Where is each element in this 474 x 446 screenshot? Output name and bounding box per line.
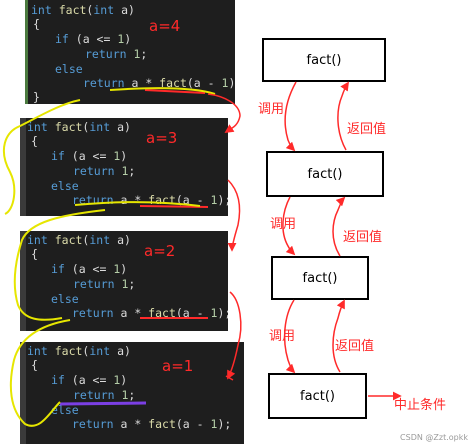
else-line: else bbox=[51, 179, 79, 193]
if-line: if (a <= 1) bbox=[51, 373, 128, 387]
a-value-label: a=1 bbox=[162, 357, 194, 375]
gutter bbox=[20, 231, 26, 331]
yellow-scribble-3 bbox=[9, 319, 71, 427]
arrow-code2-to-box3 bbox=[227, 179, 241, 252]
open-brace: { bbox=[31, 247, 38, 261]
return-arrow-3 bbox=[332, 299, 345, 373]
return-arrow-2 bbox=[332, 196, 346, 257]
underline-return-1 bbox=[59, 401, 147, 406]
else-line: else bbox=[51, 403, 79, 417]
if-line: if (a <= 1) bbox=[55, 32, 132, 46]
signature-line: int fact(int a) bbox=[27, 233, 131, 247]
return-one-line: return 1; bbox=[73, 277, 136, 291]
fact-call-box-2: fact() bbox=[266, 151, 384, 197]
return-recursive-line: return a * fact(a - 1); bbox=[72, 417, 232, 431]
gutter bbox=[20, 118, 26, 216]
open-brace: { bbox=[31, 358, 38, 372]
call-arrow-3 bbox=[283, 299, 296, 374]
a-value-label: a=2 bbox=[144, 242, 176, 260]
yellow-scribble-4 bbox=[74, 201, 201, 207]
signature-line: int fact(int a) bbox=[31, 3, 135, 17]
call-label-1: 调用 bbox=[258, 102, 285, 117]
arrow-code3-to-box4 bbox=[227, 291, 242, 380]
call-arrow-2 bbox=[282, 196, 296, 256]
stop-condition-label: 中止条件 bbox=[394, 398, 447, 413]
red-tick-1 bbox=[225, 375, 234, 381]
return-value-label-2: 返回值 bbox=[343, 230, 383, 245]
code-panel-1: int fact(int a) { if (a <= 1) return 1; … bbox=[25, 0, 235, 104]
code-panel-4: int fact(int a) { if (a <= 1) return 1; … bbox=[20, 342, 244, 444]
watermark: CSDN @Zzt.opkk bbox=[400, 433, 468, 442]
return-arrow-1 bbox=[337, 81, 349, 151]
call-arrow-1 bbox=[284, 81, 297, 152]
fact-call-box-4: fact() bbox=[268, 373, 367, 419]
a-value-label: a=3 bbox=[146, 129, 178, 147]
return-recursive-line: return a * fact(a - 1); bbox=[83, 76, 235, 90]
yellow-scribble-1 bbox=[2, 99, 81, 215]
a-value-label: a=4 bbox=[149, 17, 181, 35]
gutter bbox=[25, 0, 28, 104]
fact-call-box-3: fact() bbox=[271, 256, 369, 300]
else-line: else bbox=[51, 292, 79, 306]
open-brace: { bbox=[31, 134, 38, 148]
yellow-scribble-2 bbox=[13, 87, 216, 321]
call-label-3: 调用 bbox=[269, 329, 296, 344]
return-one-line: return 1; bbox=[85, 47, 148, 61]
if-line: if (a <= 1) bbox=[51, 262, 128, 276]
code-panel-3: int fact(int a) { if (a <= 1) return 1; … bbox=[20, 231, 228, 331]
underline-fact-1 bbox=[144, 89, 206, 94]
gutter bbox=[20, 342, 26, 444]
fact-call-box-1: fact() bbox=[262, 38, 386, 82]
signature-line: int fact(int a) bbox=[27, 344, 131, 358]
if-line: if (a <= 1) bbox=[51, 149, 128, 163]
close-brace: } bbox=[33, 90, 40, 104]
arrow-code1-to-box2 bbox=[207, 93, 241, 133]
signature-line: int fact(int a) bbox=[27, 120, 131, 134]
return-value-label-1: 返回值 bbox=[347, 122, 387, 137]
else-line: else bbox=[55, 62, 83, 76]
return-value-label-3: 返回值 bbox=[335, 339, 375, 354]
return-recursive-line: return a * fact(a - 1); bbox=[72, 306, 228, 320]
return-one-line: return 1; bbox=[73, 388, 136, 402]
open-brace: { bbox=[33, 17, 40, 31]
return-one-line: return 1; bbox=[73, 164, 136, 178]
underline-fact-2 bbox=[139, 205, 209, 208]
